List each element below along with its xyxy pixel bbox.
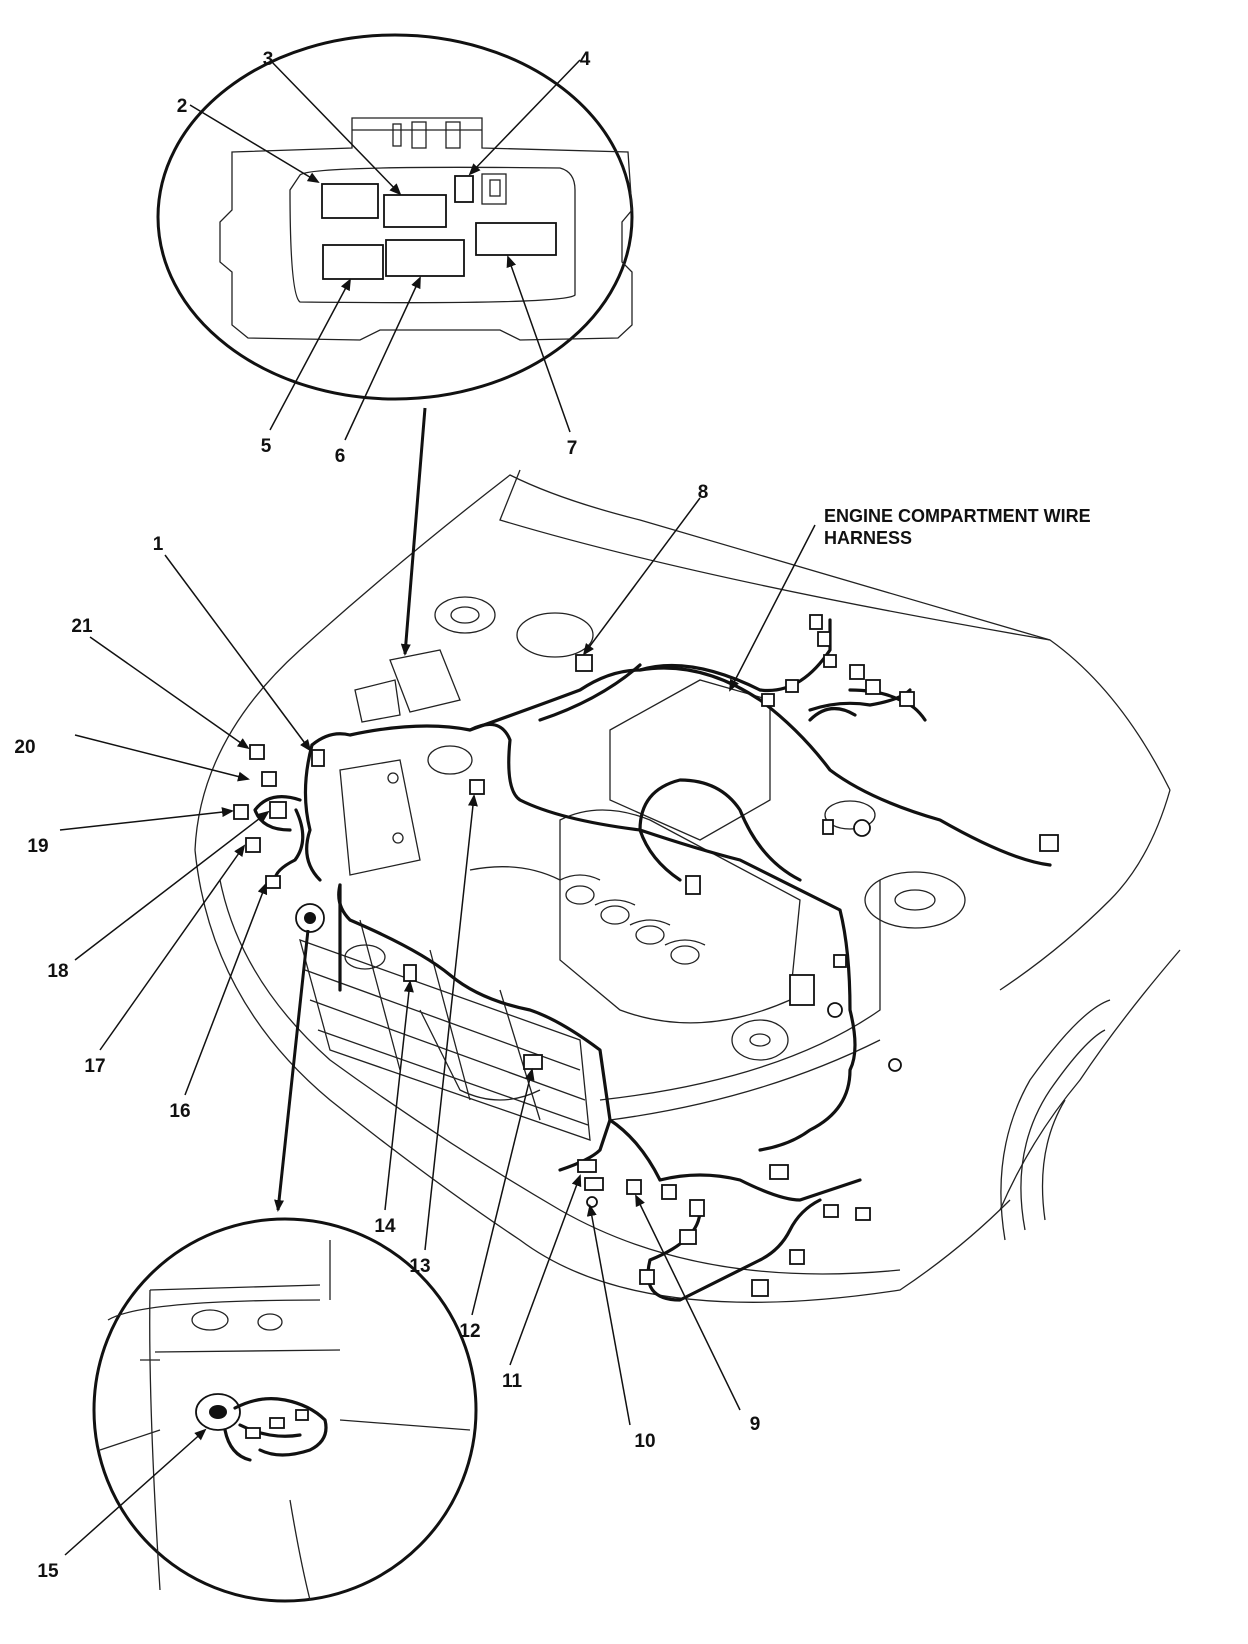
callout-16: 16 bbox=[169, 1101, 190, 1122]
engine-compartment bbox=[194, 469, 1181, 1303]
relay-6 bbox=[385, 239, 465, 277]
callout-8: 8 bbox=[698, 482, 709, 503]
callout-5: 5 bbox=[261, 436, 272, 457]
connectors bbox=[233, 614, 1059, 1297]
callout-7: 7 bbox=[567, 438, 578, 459]
callout-21: 21 bbox=[71, 616, 93, 637]
engine-compartment-wire-harness bbox=[253, 618, 1052, 1302]
callout-14: 14 bbox=[374, 1216, 396, 1237]
relay-box-inset bbox=[156, 33, 634, 401]
callout-2: 2 bbox=[177, 96, 188, 117]
ground-connector-inset bbox=[92, 1217, 478, 1603]
callout-12: 12 bbox=[459, 1321, 480, 1342]
relay-5 bbox=[322, 244, 384, 280]
callout-6: 6 bbox=[335, 446, 346, 467]
callout-18: 18 bbox=[47, 961, 68, 982]
callout-10: 10 bbox=[634, 1431, 655, 1452]
callout-1: 1 bbox=[153, 534, 164, 555]
callout-labels: 1 2 3 4 5 6 7 8 9 10 11 12 13 14 15 16 1… bbox=[14, 49, 1090, 1582]
relay-2 bbox=[321, 183, 379, 219]
callout-9: 9 bbox=[750, 1414, 761, 1435]
callout-15: 15 bbox=[37, 1561, 59, 1582]
relay-3 bbox=[383, 194, 447, 228]
leader-lines bbox=[59, 59, 816, 1556]
callout-19: 19 bbox=[27, 836, 48, 857]
harness-label-line2: HARNESS bbox=[824, 528, 912, 548]
relay-7 bbox=[475, 222, 557, 256]
callout-17: 17 bbox=[84, 1056, 105, 1077]
callout-4: 4 bbox=[580, 49, 591, 70]
callout-13: 13 bbox=[409, 1256, 430, 1277]
relay-4 bbox=[454, 175, 474, 203]
callout-11: 11 bbox=[502, 1371, 523, 1392]
callout-3: 3 bbox=[263, 49, 274, 70]
callout-20: 20 bbox=[14, 737, 35, 758]
harness-label-line1: ENGINE COMPARTMENT WIRE bbox=[824, 506, 1091, 526]
